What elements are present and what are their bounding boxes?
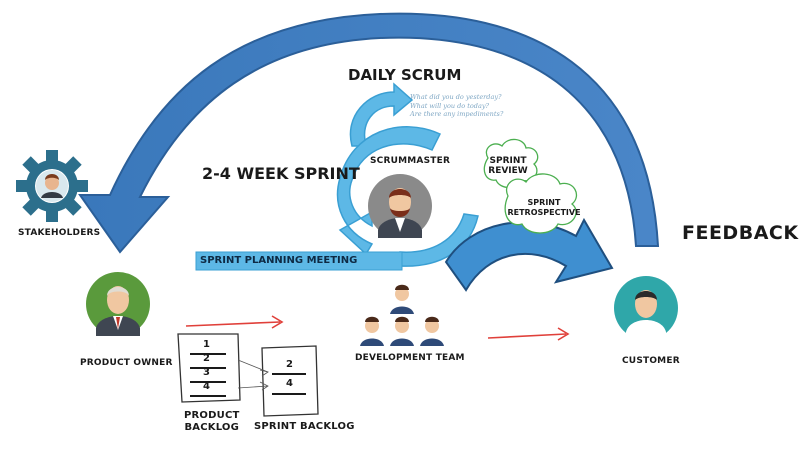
sprint-backlog-item-2: 2 (286, 359, 293, 370)
scrummaster-label: SCRUMMASTER (370, 156, 451, 166)
feedback-label: FEEDBACK (682, 222, 799, 244)
daily-scrum-label: DAILY SCRUM (348, 66, 462, 84)
product-backlog-item-4: 4 (203, 381, 210, 392)
sprint-backlog-item-4: 4 (286, 378, 293, 389)
stakeholders-label: STAKEHOLDERS (18, 228, 101, 238)
arrow-icon (185, 315, 284, 329)
sprint-length-label: 2-4 WEEK SPRINT (202, 164, 360, 183)
product-backlog-label: PRODUCT BACKLOG (184, 410, 240, 433)
arrow-icon (487, 327, 570, 341)
delivery-arrow (444, 217, 614, 292)
question-impediments: Are there any impediments? (410, 110, 504, 118)
question-today: What will you do today? (410, 101, 489, 110)
sprint-backlog-document (261, 345, 319, 417)
gear-icon (16, 150, 88, 222)
product-backlog-document (177, 333, 241, 403)
sprint-retrospective-cloud (504, 173, 577, 234)
backlog-connectors (237, 359, 269, 391)
sprint-review-cloud (483, 138, 539, 189)
sprint-review-label: SPRINT REVIEW (488, 156, 528, 176)
customer-label: CUSTOMER (622, 356, 680, 366)
development-team-group (360, 284, 444, 346)
sprint-planning-bar (195, 251, 403, 271)
product-backlog-item-1: 1 (203, 339, 210, 350)
sprint-planning-label: SPRINT PLANNING MEETING (200, 255, 358, 266)
development-team-label: DEVELOPMENT TEAM (355, 353, 465, 363)
daily-scrum-questions: What did you do yesterday? What will you… (410, 93, 503, 119)
product-backlog-item-2: 2 (203, 353, 210, 364)
product-backlog-item-3: 3 (203, 367, 210, 378)
customer-avatar (614, 276, 678, 340)
feedback-arc (78, 12, 660, 254)
scrummaster-avatar (368, 174, 432, 238)
product-owner-avatar (86, 272, 150, 336)
sprint-cycle-bottom (399, 213, 479, 267)
sprint-backlog-label: SPRINT BACKLOG (254, 421, 355, 432)
product-owner-label: PRODUCT OWNER (80, 358, 173, 368)
sprint-retrospective-label: SPRINT RETROSPECTIVE (507, 198, 581, 217)
daily-scrum-loop (349, 82, 414, 147)
question-yesterday: What did you do yesterday? (410, 93, 502, 101)
